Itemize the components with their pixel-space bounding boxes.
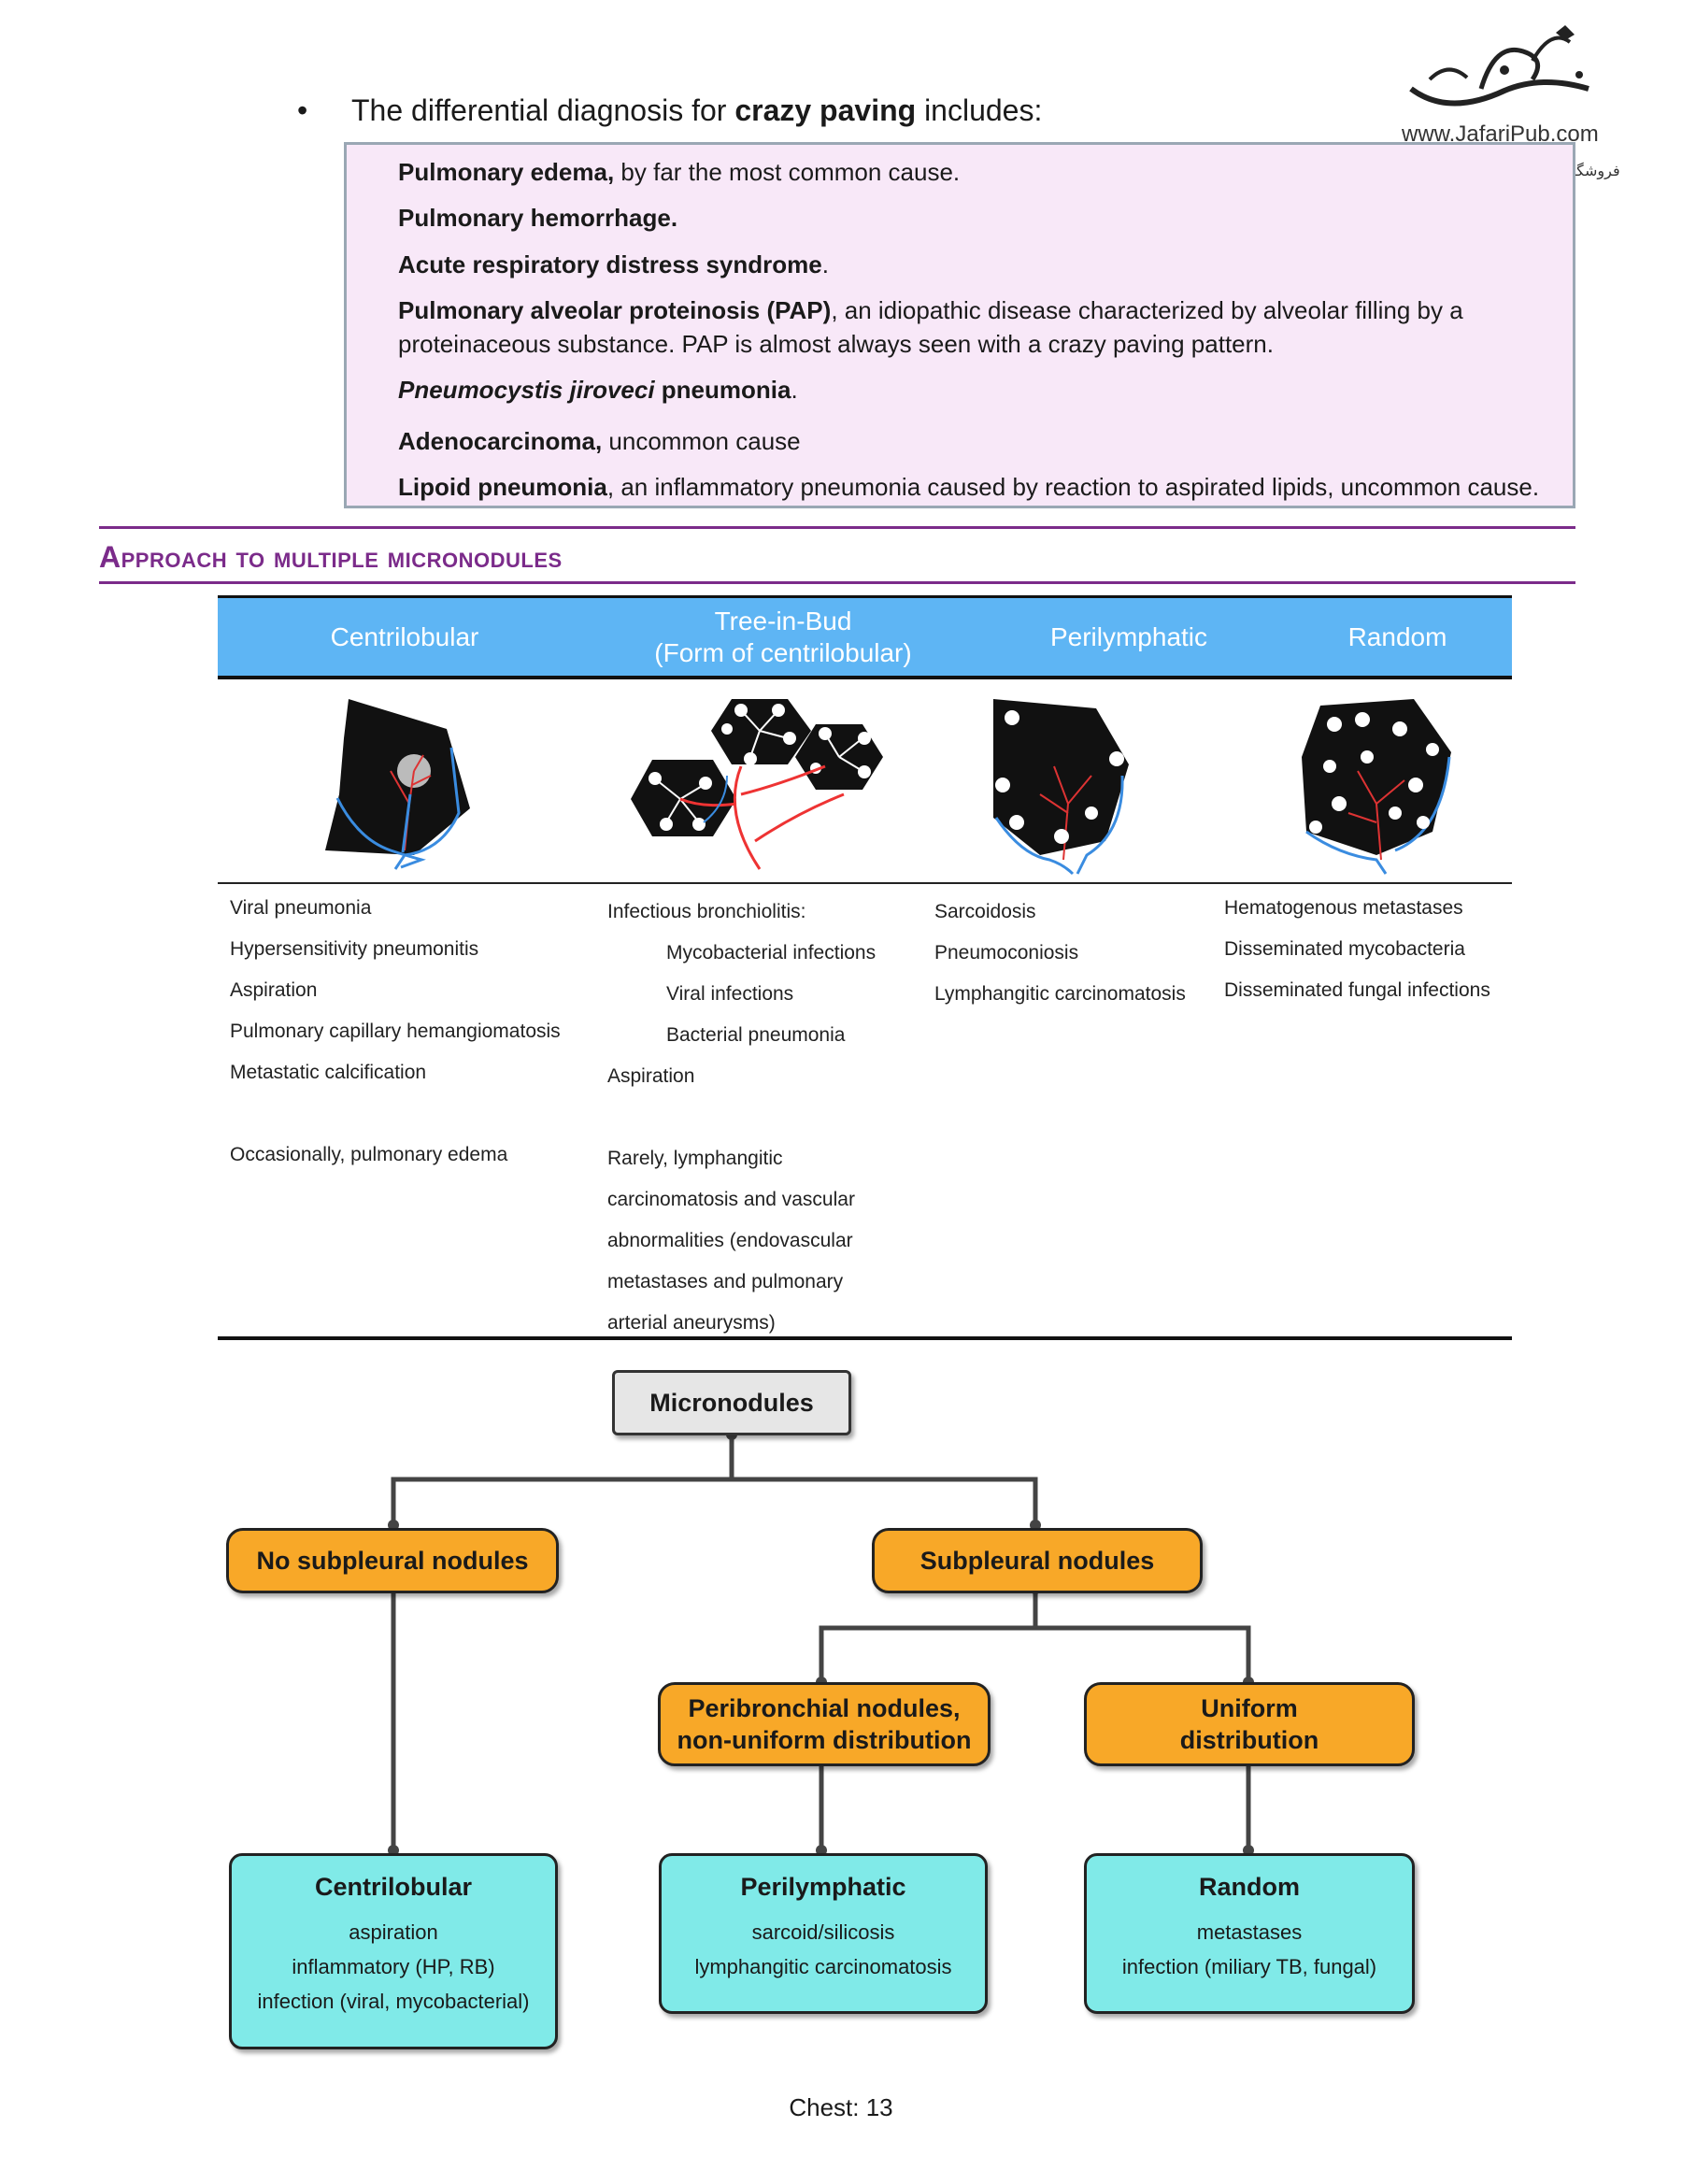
differential-item: Acute respiratory distress syndrome. [398,250,829,278]
intro-bold: crazy paving [734,93,917,127]
section-title: Approach to multiple micronodules [99,540,563,574]
random-diagram-icon [1302,699,1451,875]
header-perilymphatic: Perilymphatic [1049,621,1208,651]
differential-item: Pulmonary alveolar proteinosis (PAP), an… [398,296,1463,358]
node-micronodules: Micronodules [612,1370,851,1435]
list-item: carcinomatosis and vascular [607,1189,855,1210]
node-centrilobular: Centrilobular aspiration inflammatory (H… [229,1853,558,2049]
logo-calligraphy-icon [1409,25,1589,107]
nodule-pattern-illustrations [325,699,1451,876]
differential-item: Lipoid pneumonia, an inflammatory pneumo… [398,473,1540,501]
table-top-rule [218,595,1512,598]
list-item: Metastatic calcification [230,1062,427,1083]
list-item: Hematogenous metastases [1224,897,1463,919]
perilymphatic-list: Sarcoidosis Pneumoconiosis Lymphangitic … [934,892,1186,1015]
spacer [230,1093,561,1135]
node-peribronchial: Peribronchial nodules,non-uniform distri… [658,1682,991,1766]
list-item: Pneumoconiosis [934,942,1079,964]
list-item: metastases and pulmonary [607,1271,844,1292]
list-item: Rarely, lymphangitic [607,1148,783,1169]
list-item: arterial aneurysms) [607,1312,776,1334]
node-perilymphatic: Perilymphatic sarcoid/silicosis lymphang… [659,1853,988,2014]
tree-in-bud-diagram-icon [631,699,883,870]
list-item: Viral infections [666,983,794,1005]
list-item: Hypersensitivity pneumonitis [230,938,479,960]
table-header: Centrilobular Tree-in-Bud(Form of centri… [218,598,1512,676]
list-item: Viral pneumonia [230,897,372,919]
list-item: Pulmonary capillary hemangiomatosis [230,1021,561,1042]
differential-item: Pneumocystis jiroveci pneumonia. [398,376,798,404]
differential-item: Adenocarcinoma, uncommon cause [398,427,801,455]
header-centrilobular: Centrilobular [330,621,479,651]
list-item: abnormalities (endovascular [607,1230,853,1251]
node-random: Random metastases infection (miliary TB,… [1084,1853,1415,2014]
crazy-paving-differential-box: Pulmonary edema, by far the most common … [344,142,1575,508]
perilymphatic-diagram-icon [993,699,1129,876]
bullet-icon: • [297,93,308,127]
section-rule-top [99,526,1575,529]
list-item: Disseminated mycobacteria [1224,938,1465,960]
intro-end: includes: [916,93,1043,127]
differential-item: Pulmonary edema, by far the most common … [398,158,961,186]
centrilobular-diagram-icon [325,699,470,870]
list-item: Bacterial pneumonia [666,1024,846,1046]
list-item: Mycobacterial infections [666,942,877,964]
centrilobular-list: Viral pneumonia Hypersensitivity pneumon… [230,888,561,1176]
intro-text: The differential diagnosis for [351,93,735,127]
random-list: Hematogenous metastases Disseminated myc… [1224,888,1490,1011]
list-item: Sarcoidosis [934,901,1036,922]
node-subpleural: Subpleural nodules [872,1528,1203,1593]
header-tree-in-bud: Tree-in-Bud(Form of centrilobular) [654,606,912,667]
node-no-subpleural: No subpleural nodules [226,1528,559,1593]
page-number: Chest: 13 [789,2093,893,2121]
header-random: Random [1347,621,1447,651]
list-item: Lymphangitic carcinomatosis [934,983,1186,1005]
differential-item: Pulmonary hemorrhage. [398,204,678,232]
spacer [607,1097,876,1138]
table-mid-rule [218,882,1512,884]
list-item: Disseminated fungal infections [1224,979,1490,1001]
list-item: Infectious bronchiolitis: [607,901,806,922]
list-item: Aspiration [230,979,318,1001]
table-header-rule [218,676,1512,679]
list-item: Aspiration [607,1065,695,1087]
tree-in-bud-list: Infectious bronchiolitis: Mycobacterial … [607,892,876,1344]
list-item: Occasionally, pulmonary edema [230,1144,508,1165]
section-rule-bottom [99,581,1575,584]
crazy-paving-intro: • The differential diagnosis for crazy pa… [297,93,1042,128]
table-bottom-rule [218,1336,1512,1340]
